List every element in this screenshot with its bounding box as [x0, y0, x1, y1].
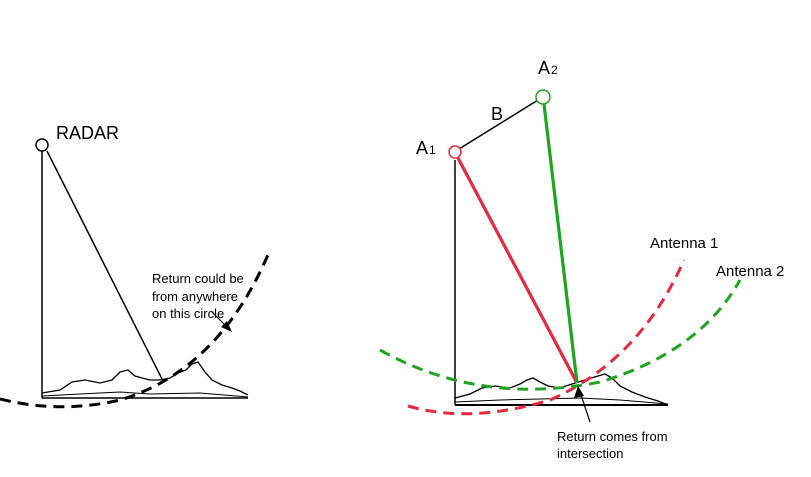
intersection-arrow — [579, 391, 591, 423]
baseline-label: B — [491, 104, 503, 124]
a1-subscript: 1 — [429, 143, 436, 157]
intersection-arrowhead-icon — [574, 386, 584, 398]
left-annotation-line-3: on this circle — [152, 306, 224, 321]
right-panel: A1 A2 B Antenna 1 Antenna 2 Return comes… — [379, 58, 784, 461]
left-annotation-line-1: Return could be — [152, 271, 244, 286]
left-annotation-arrowhead-icon — [221, 321, 232, 332]
antenna1-range-circle — [407, 259, 686, 416]
left-terrain-shadow — [41, 391, 249, 398]
left-range-circle — [0, 249, 272, 409]
radar-antenna-icon — [35, 138, 49, 152]
intersection-line-1: Return comes from — [557, 429, 668, 444]
left-annotation-line-2: from anywhere — [152, 289, 238, 304]
intersection-line-2: intersection — [557, 446, 623, 461]
antenna2-range-line — [542, 103, 579, 384]
radar-label: RADAR — [56, 123, 119, 143]
antenna2-label: Antenna 2 — [716, 263, 784, 280]
a1-label: A1 — [416, 138, 436, 158]
antenna1-icon — [448, 145, 462, 159]
antenna1-label: Antenna 1 — [650, 235, 718, 252]
baseline-line — [458, 99, 539, 150]
left-terrain — [41, 361, 249, 396]
antenna2-range-circle — [379, 279, 742, 391]
left-panel: RADAR Return could be from anywhere on t… — [0, 123, 272, 409]
a2-letter: A — [538, 58, 550, 78]
left-slant-range-line — [46, 150, 164, 382]
a2-label: A2 — [538, 58, 558, 78]
right-terrain-shadow — [454, 397, 669, 405]
antenna1-range-line — [456, 157, 579, 384]
antenna2-icon — [535, 89, 551, 105]
a2-subscript: 2 — [551, 63, 558, 77]
a1-letter: A — [416, 138, 428, 158]
